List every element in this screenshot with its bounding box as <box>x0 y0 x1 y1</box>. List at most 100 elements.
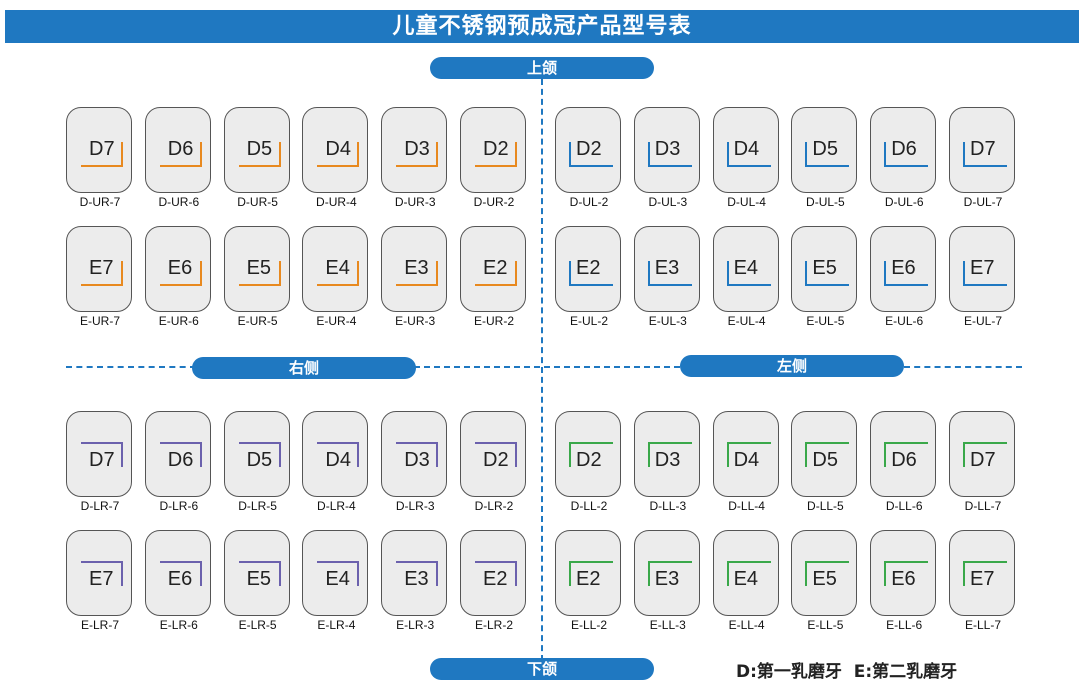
crown-tooth-shape: D6 <box>144 411 211 497</box>
model-code: E-LR-3 <box>396 618 435 632</box>
tooth-size-label: D4 <box>733 138 760 160</box>
tooth-size-label: D5 <box>812 138 838 160</box>
crown-tooth-shape: D7 <box>949 107 1015 193</box>
legend: D:第一乳磨牙 E:第二乳磨牙 <box>736 662 958 682</box>
right-side-label: 右侧 <box>192 357 416 379</box>
tooth-size-label: D7 <box>970 449 996 471</box>
model-code: E-UR-2 <box>473 314 514 328</box>
tooth-size-label: E6 <box>167 257 193 279</box>
quadrant-marker-line <box>159 561 202 586</box>
quadrant-marker-line <box>81 142 123 167</box>
quadrant-marker-line <box>475 142 517 167</box>
model-code: E-UR-6 <box>158 314 199 328</box>
crown-tooth-shape: E5 <box>791 226 858 312</box>
quadrant-marker-line <box>238 261 281 286</box>
tooth-size-label: D2 <box>483 449 509 471</box>
model-code: D-LL-6 <box>885 499 923 513</box>
crown-tooth-shape: E6 <box>144 530 211 616</box>
crown-tooth-shape: D2 <box>555 107 621 193</box>
quadrant-marker-line <box>396 442 439 467</box>
quadrant-marker-line <box>569 142 613 167</box>
midline-horizontal-divider-right <box>904 366 1022 368</box>
model-code: E-LL-4 <box>728 618 765 632</box>
model-code: D-LL-4 <box>728 499 765 513</box>
model-code: D-UL-3 <box>648 195 688 209</box>
crown-tooth-shape: E6 <box>144 226 211 312</box>
crown-tooth-shape: E2 <box>460 530 526 616</box>
tooth-size-label: D7 <box>970 138 996 160</box>
model-code: D-UR-3 <box>394 195 436 209</box>
model-code: E-LR-7 <box>80 618 119 632</box>
tooth-size-label: E6 <box>891 568 916 590</box>
quadrant-marker-line <box>647 442 692 467</box>
quadrant-marker-line <box>159 261 202 286</box>
tooth-size-label: E3 <box>404 257 429 279</box>
tooth-size-label: D2 <box>576 449 602 471</box>
crown-tooth-shape: E5 <box>223 530 290 616</box>
crown-tooth-shape: D4 <box>712 107 779 193</box>
crown-tooth-shape: D6 <box>870 411 937 497</box>
model-code: D-LR-6 <box>159 499 199 513</box>
tooth-size-label: E7 <box>970 568 995 590</box>
left-side-label: 左侧 <box>680 355 904 377</box>
crown-tooth-shape: D2 <box>460 107 526 193</box>
tooth-size-label: D6 <box>167 449 194 471</box>
tooth-size-label: E2 <box>576 568 601 590</box>
quadrant-marker-line <box>475 261 517 286</box>
crown-tooth-shape: E3 <box>633 530 700 616</box>
crown-tooth-shape: E4 <box>712 226 779 312</box>
crown-tooth-shape: E3 <box>633 226 700 312</box>
crown-tooth-shape: E2 <box>460 226 526 312</box>
quadrant-marker-line <box>569 261 613 286</box>
quadrant-marker-line <box>238 561 281 586</box>
model-code: E-LR-6 <box>159 618 198 632</box>
quadrant-marker-line <box>396 261 439 286</box>
quadrant-marker-line <box>884 442 929 467</box>
page-title: 儿童不锈钢预成冠产品型号表 <box>5 10 1079 43</box>
model-code: D-UR-2 <box>473 195 515 209</box>
tooth-size-label: E7 <box>89 568 114 590</box>
tooth-size-label: E5 <box>246 257 272 279</box>
model-code: E-LL-3 <box>649 618 686 632</box>
model-code: D-UR-7 <box>79 195 121 209</box>
model-code: D-UR-5 <box>237 195 278 209</box>
quadrant-marker-line <box>475 442 517 467</box>
quadrant-marker-line <box>963 561 1007 586</box>
crown-tooth-shape: D3 <box>633 107 700 193</box>
crown-tooth-shape: E4 <box>712 530 779 616</box>
tooth-size-label: E3 <box>404 568 429 590</box>
tooth-size-label: D2 <box>576 138 602 160</box>
model-code: D-UR-6 <box>158 195 200 209</box>
lower-jaw-label: 下颌 <box>430 658 654 680</box>
tooth-size-label: E3 <box>654 568 680 590</box>
crown-tooth-shape: D2 <box>460 411 526 497</box>
tooth-size-label: E2 <box>483 568 508 590</box>
model-code: D-LL-2 <box>570 499 608 513</box>
model-code: D-LL-7 <box>964 499 1002 513</box>
crown-tooth-shape: D3 <box>633 411 700 497</box>
quadrant-marker-line <box>81 442 123 467</box>
crown-tooth-shape: E7 <box>66 530 132 616</box>
quadrant-marker-line <box>317 261 360 286</box>
model-code: D-LR-5 <box>238 499 277 513</box>
model-code: E-LR-5 <box>238 618 277 632</box>
tooth-size-label: D7 <box>89 138 115 160</box>
tooth-size-label: E4 <box>733 568 759 590</box>
model-code: E-UR-3 <box>395 314 436 328</box>
crown-tooth-shape: D6 <box>870 107 937 193</box>
model-code: E-LL-2 <box>570 618 608 632</box>
crown-tooth-shape: E7 <box>949 226 1015 312</box>
crown-tooth-shape: E5 <box>223 226 290 312</box>
crown-tooth-shape: D7 <box>66 107 132 193</box>
crown-tooth-shape: E2 <box>555 226 621 312</box>
crown-tooth-shape: D5 <box>223 411 290 497</box>
quadrant-marker-line <box>963 142 1007 167</box>
midline-vertical-divider <box>541 79 543 661</box>
tooth-size-label: D3 <box>654 449 681 471</box>
model-code: E-UL-7 <box>963 314 1002 328</box>
tooth-size-label: E5 <box>812 257 837 279</box>
crown-tooth-shape: E6 <box>870 226 937 312</box>
midline-horizontal-divider-center <box>414 366 680 368</box>
quadrant-marker-line <box>884 561 929 586</box>
model-code: D-LR-2 <box>474 499 514 513</box>
